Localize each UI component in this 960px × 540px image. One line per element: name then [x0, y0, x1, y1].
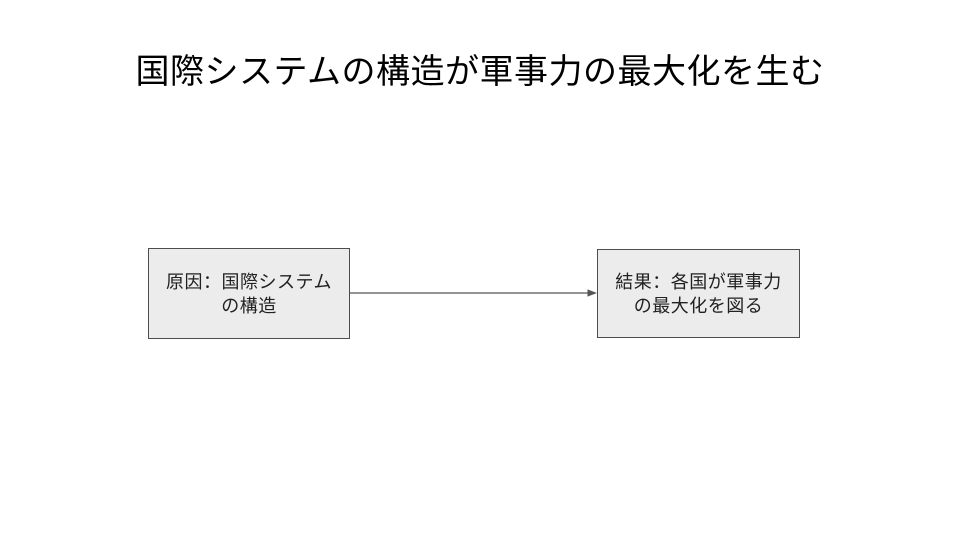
cause-box-line2: の構造 — [221, 295, 277, 316]
cause-box-line1: 原因：国際システム — [166, 271, 332, 292]
arrow-head-icon — [587, 289, 597, 297]
slide-title: 国際システムの構造が軍事力の最大化を生む — [135, 53, 825, 91]
effect-box: 結果：各国が軍事力 の最大化を図る — [597, 249, 800, 338]
effect-box-line2: の最大化を図る — [633, 295, 764, 316]
cause-to-effect-arrow — [350, 289, 597, 297]
effect-box-line1: 結果：各国が軍事力 — [615, 271, 782, 292]
cause-box: 原因：国際システム の構造 — [148, 248, 350, 339]
effect-box-label: 結果：各国が軍事力 の最大化を図る — [615, 270, 782, 318]
cause-box-label: 原因：国際システム の構造 — [166, 270, 332, 318]
